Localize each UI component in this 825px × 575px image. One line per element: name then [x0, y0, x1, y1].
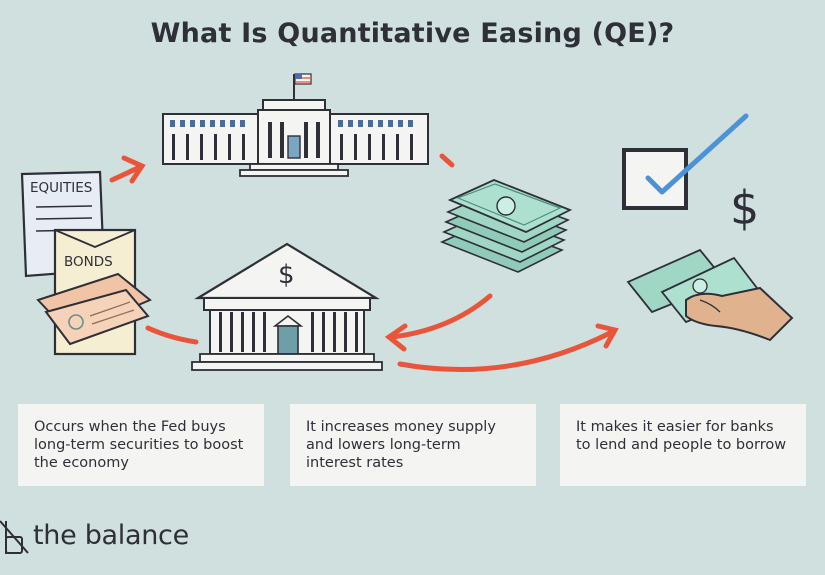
arrow-head-5 — [595, 323, 619, 349]
dollar-sign-icon: $ — [730, 181, 759, 235]
info-card-lend-borrow: It makes it easier for banks to lend and… — [560, 404, 806, 486]
brand-logo: the balance — [0, 516, 260, 560]
the-balance-logo-icon — [0, 520, 29, 554]
arrow-bank-to-people — [397, 329, 615, 373]
federal-reserve-building — [162, 73, 429, 177]
arrow-securities-to-fed — [109, 164, 143, 183]
brand-name: the balance — [33, 520, 189, 551]
checkbox-checked-icon — [622, 113, 749, 210]
money-stack — [439, 179, 573, 273]
bond-certificates — [36, 272, 152, 346]
info-card-fed-buys: Occurs when the Fed buys long-term secur… — [18, 404, 264, 486]
bank-building: $ — [191, 242, 383, 371]
hand-icon — [685, 286, 794, 342]
arrows — [109, 153, 619, 373]
arrow-bonds-to-bank — [145, 325, 199, 345]
equities-label: EQUITIES — [30, 180, 92, 196]
arrow-head-3 — [384, 323, 408, 352]
bank-dollar-icon: $ — [278, 260, 295, 290]
arrow-money-to-bank — [389, 293, 493, 340]
page-title: What Is Quantitative Easing (QE)? — [150, 18, 675, 49]
bonds-label: BONDS — [64, 254, 113, 270]
info-card-money-supply: It increases money supply and lowers lon… — [290, 404, 536, 486]
hand-with-money — [626, 248, 794, 342]
arrow-head-1 — [121, 155, 146, 184]
arrow-fed-to-money — [439, 153, 455, 168]
